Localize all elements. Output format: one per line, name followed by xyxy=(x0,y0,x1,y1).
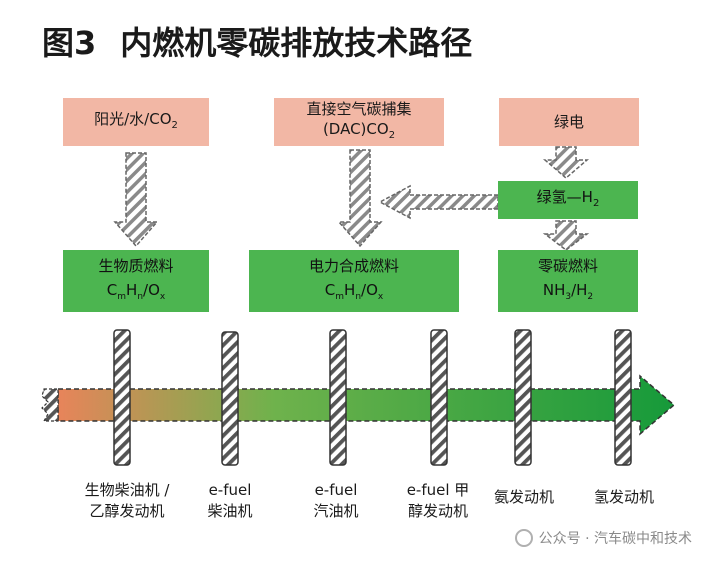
engine-label-biodiesel-ethanol: 生物柴油机 / 乙醇发动机 xyxy=(62,480,192,522)
engine-label-efuel-gasoline: e-fuel 汽油机 xyxy=(296,480,376,522)
engine-label-efuel-methanol: e-fuel 甲 醇发动机 xyxy=(386,480,490,522)
fuel-box-e-fuel: 电力合成燃料 CmHn/Ox xyxy=(249,250,459,312)
hydrogen-label: 绿氢—H2 xyxy=(536,187,600,209)
figure-title-text: 内燃机零碳排放技术路径 xyxy=(120,24,473,62)
fuel-box-zero-carbon: 零碳燃料 NH3/H2 xyxy=(498,250,638,312)
engine-bar-biodiesel xyxy=(113,329,131,466)
arrow-green-power-to-hydrogen xyxy=(542,146,590,179)
fuel-formula: CmHn/Ox xyxy=(324,280,384,302)
fuel-name: 生物质燃料 xyxy=(98,256,174,275)
engine-label-line1: e-fuel xyxy=(208,481,252,499)
source-label-line1: 直接空气碳捕集 xyxy=(306,99,412,118)
figure-number: 图3 xyxy=(42,24,97,62)
figure-title: 图3 内燃机零碳排放技术路径 xyxy=(42,18,472,64)
source-label: 阳光/水/CO2 xyxy=(94,109,178,131)
engine-label-efuel-diesel: e-fuel 柴油机 xyxy=(190,480,270,522)
fuel-name: 零碳燃料 xyxy=(537,256,598,275)
arrow-source1-to-fuel1 xyxy=(113,152,159,248)
engine-label-ammonia: 氨发动机 xyxy=(484,487,564,508)
engine-label-line2: 醇发动机 xyxy=(407,502,468,520)
source-box-green-power: 绿电 xyxy=(499,98,639,146)
fuel-formula: NH3/H2 xyxy=(542,280,594,302)
engine-bar-ammonia xyxy=(514,329,532,466)
arrow-hydrogen-to-fuel3 xyxy=(542,220,590,251)
fuel-formula: CmHn/Ox xyxy=(106,280,166,302)
timeline-main-arrow xyxy=(41,374,676,436)
engine-label-line2: 汽油机 xyxy=(313,502,359,520)
engine-bar-hydrogen xyxy=(614,329,632,466)
fuel-name: 电力合成燃料 xyxy=(308,256,399,275)
engine-label-line1: 氨发动机 xyxy=(493,488,554,506)
hydrogen-box: 绿氢—H2 xyxy=(498,181,638,219)
engine-label-hydrogen: 氢发动机 xyxy=(584,487,664,508)
engine-label-line1: 生物柴油机 / xyxy=(84,481,170,499)
source-label: 绿电 xyxy=(553,113,584,131)
engine-label-line2: 柴油机 xyxy=(207,502,253,520)
engine-label-line1: e-fuel xyxy=(314,481,358,499)
watermark-text: 公众号 · 汽车碳中和技术 xyxy=(538,531,692,547)
watermark: 公众号 · 汽车碳中和技术 xyxy=(514,528,692,548)
wechat-logo-icon xyxy=(514,529,533,547)
engine-bar-efuel-methanol xyxy=(430,329,448,466)
engine-bars xyxy=(113,329,632,466)
source-label-line2: (DAC)CO2 xyxy=(322,119,396,141)
engine-label-line1: e-fuel 甲 xyxy=(406,481,470,499)
fuel-box-biomass: 生物质燃料 CmHn/Ox xyxy=(63,250,209,312)
arrow-hydrogen-to-fuel2 xyxy=(378,184,499,220)
engine-label-line2: 乙醇发动机 xyxy=(89,502,165,520)
source-box-solar-water-co2: 阳光/水/CO2 xyxy=(63,98,209,146)
engine-bar-efuel-diesel xyxy=(221,331,239,466)
engine-bar-efuel-gasoline xyxy=(329,329,347,466)
source-box-dac: 直接空气碳捕集 (DAC)CO2 xyxy=(274,98,444,146)
arrow-dac-to-fuel2 xyxy=(337,149,383,248)
engine-label-line1: 氢发动机 xyxy=(593,488,654,506)
